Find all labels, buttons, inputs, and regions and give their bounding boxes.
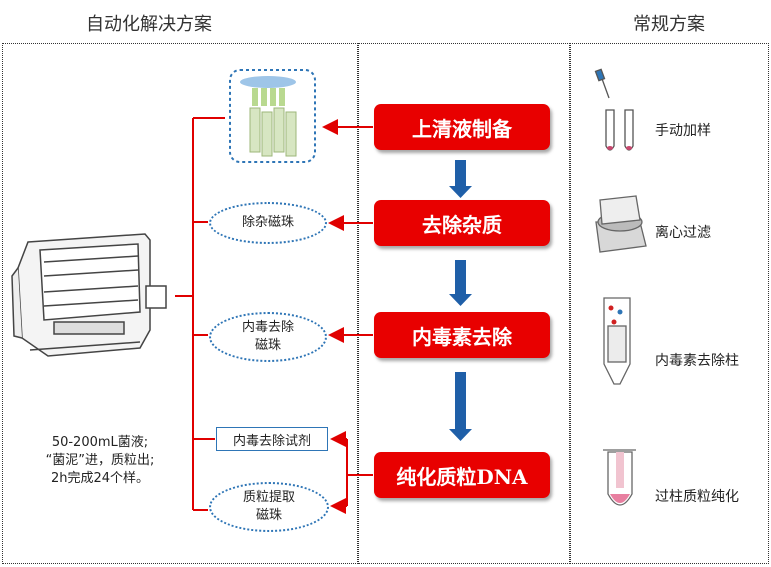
conventional-label-manual: 手动加样 (655, 123, 711, 139)
plasmid-beads-node: 质粒提取 磁珠 (209, 482, 329, 532)
impurity-beads-label: 除杂磁珠 (241, 215, 294, 230)
endotoxin-beads-line2: 磁珠 (254, 338, 281, 353)
endotoxin-reagent-node: 内毒去除试剂 (216, 427, 328, 451)
spin-column-icon (603, 449, 636, 506)
note-line-2: “菌泥”进，质粒出; (45, 453, 155, 468)
performance-note: 50-200mL菌液; “菌泥”进，质粒出; 2h完成24个样。 (20, 434, 180, 488)
instrument-icon (11, 233, 167, 357)
flow-arrow-1 (449, 160, 472, 198)
impurity-beads-node: 除杂磁珠 (209, 202, 327, 244)
note-line-1: 50-200mL菌液; (51, 435, 149, 450)
flow-arrow-3 (449, 372, 472, 441)
automated-panel (2, 43, 358, 564)
column-icon (603, 297, 631, 385)
step-endotoxin-removal: 内毒素去除 (374, 312, 550, 358)
conventional-panel (570, 43, 769, 564)
step-remove-impurities: 去除杂质 (374, 200, 550, 246)
conventional-label-column: 内毒素去除柱 (655, 353, 739, 369)
conventional-heading: 常规方案 (633, 14, 705, 35)
endotoxin-beads-node: 内毒去除 磁珠 (209, 312, 327, 362)
left-bracket (175, 117, 225, 511)
note-line-3: 2h完成24个样。 (50, 471, 150, 486)
endotoxin-beads-line1: 内毒去除 (241, 320, 294, 335)
arrow-step4 (330, 431, 373, 514)
conventional-label-spin: 过柱质粒纯化 (655, 489, 739, 505)
centrifuge-icon (595, 195, 647, 253)
conventional-label-centrifuge: 离心过滤 (655, 225, 711, 241)
step-plasmid-purification: 纯化质粒DNA (374, 452, 550, 498)
step-supernatant-prep: 上清液制备 (374, 104, 550, 150)
process-panel (358, 43, 570, 564)
plasmid-beads-line1: 质粒提取 (242, 490, 295, 505)
automated-heading: 自动化解决方案 (86, 14, 212, 35)
pipette-tubes-icon (594, 68, 634, 151)
plasmid-beads-line2: 磁珠 (255, 508, 282, 523)
deepwell-plate-icon (229, 69, 316, 163)
flow-arrow-2 (449, 260, 472, 306)
